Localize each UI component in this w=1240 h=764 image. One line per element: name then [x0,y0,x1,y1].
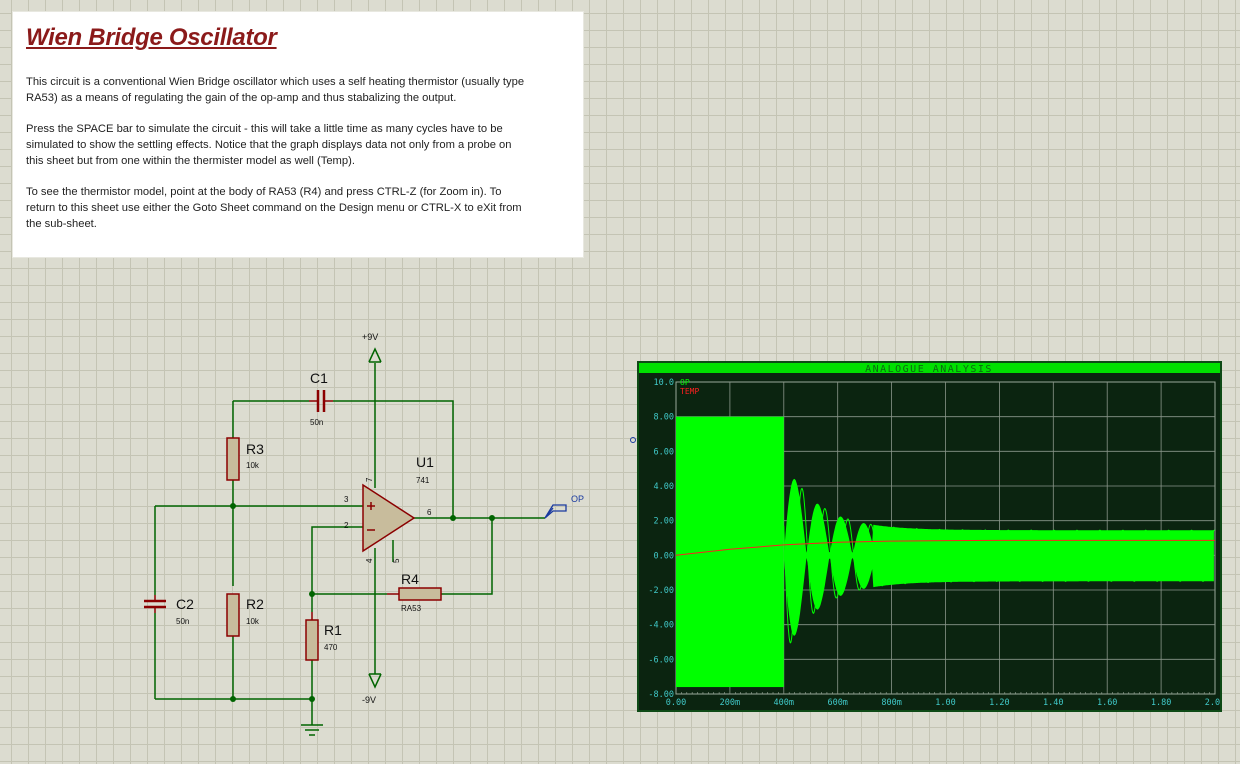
probe-marker-icon [630,437,636,443]
r4-ref: R4 [401,571,419,587]
x-tick-label: 1.80 [1151,698,1171,708]
y-tick-label: 6.00 [654,447,674,457]
y-tick-label: -2.00 [648,586,674,596]
x-tick-label: 1.60 [1097,698,1117,708]
x-tick-label: 800m [881,698,901,708]
legend-op: OP [680,378,690,387]
capacitor-c1[interactable] [309,390,333,412]
y-tick-label: 2.00 [654,517,674,527]
temp-series-line [675,539,1215,556]
opamp-u1[interactable] [362,483,416,553]
op-series-line [783,487,1215,644]
page-title: Wien Bridge Oscillator [26,24,277,51]
resistor-r2[interactable] [226,593,240,637]
x-tick-label: 400m [774,698,794,708]
description-panel: Wien Bridge Oscillator This circuit is a… [12,11,584,258]
r1-value: 470 [324,643,338,652]
x-tick-label: 1.20 [989,698,1009,708]
legend-temp: TEMP [680,387,699,396]
r3-ref: R3 [246,441,264,457]
y-tick-label: 8.00 [654,413,674,423]
y-tick-label: -4.00 [648,621,674,631]
description-paragraph-1: This circuit is a conventional Wien Brid… [26,76,525,104]
description-paragraph-2: Press the SPACE bar to simulate the circ… [26,123,512,167]
r2-ref: R2 [246,596,264,612]
resistor-r3[interactable] [226,437,240,481]
probe-icon[interactable] [544,504,567,519]
op-saturated-region [676,416,784,688]
ground-icon [301,724,323,736]
y-tick-label: -8.00 [648,690,674,700]
graph-title: ANALOGUE ANALYSIS [865,364,993,375]
thermistor-r4[interactable] [398,587,442,601]
pin-2-label: 2 [344,521,349,530]
x-tick-label: 0.00 [666,698,686,708]
r3-value: 10k [246,461,260,470]
u1-value: 741 [416,476,430,485]
vcc-terminal-icon [368,347,382,363]
x-tick-label: 1.40 [1043,698,1063,708]
y-tick-label: 4.00 [654,482,674,492]
r4-value: RA53 [401,604,422,613]
junction-dots [230,503,495,702]
x-tick-label: 2.00 [1205,698,1220,708]
y-tick-label: 10.0 [654,378,674,388]
c2-ref: C2 [176,596,194,612]
c1-value: 50n [310,418,323,427]
y-tick-label: -6.00 [648,655,674,665]
pin-7-label: 7 [365,477,374,482]
supply-pos-label: +9V [362,332,378,342]
r1-ref: R1 [324,622,342,638]
wires [154,363,545,725]
vee-terminal-icon [368,673,382,689]
pin-4-label: 4 [365,558,374,563]
x-tick-label: 1.00 [935,698,955,708]
probe-label: OP [571,494,584,504]
pin-6-label: 6 [427,508,432,517]
c1-ref: C1 [310,370,328,386]
y-tick-label: 0.00 [654,551,674,561]
description-paragraph-3: To see the thermistor model, point at th… [26,186,522,230]
x-tick-label: 200m [720,698,740,708]
op-envelope [783,478,1214,636]
pin-5-label: 5 [392,558,401,563]
u1-ref: U1 [416,454,434,470]
capacitor-c2[interactable] [144,595,166,613]
c2-value: 50n [176,617,189,626]
x-tick-label: 600m [827,698,847,708]
supply-neg-label: -9V [362,695,376,705]
pin-3-label: 3 [344,495,349,504]
resistor-r1[interactable] [305,619,319,661]
analogue-analysis-graph[interactable]: ANALOGUE ANALYSIS 0.00 200m 400m 600m 800m 1.… [637,361,1222,712]
schematic-canvas[interactable]: +9V -9V OP C1 50n C2 50n R3 10k R2 10k R… [0,0,640,764]
r2-value: 10k [246,617,260,626]
graph-title-bar [639,363,1220,373]
